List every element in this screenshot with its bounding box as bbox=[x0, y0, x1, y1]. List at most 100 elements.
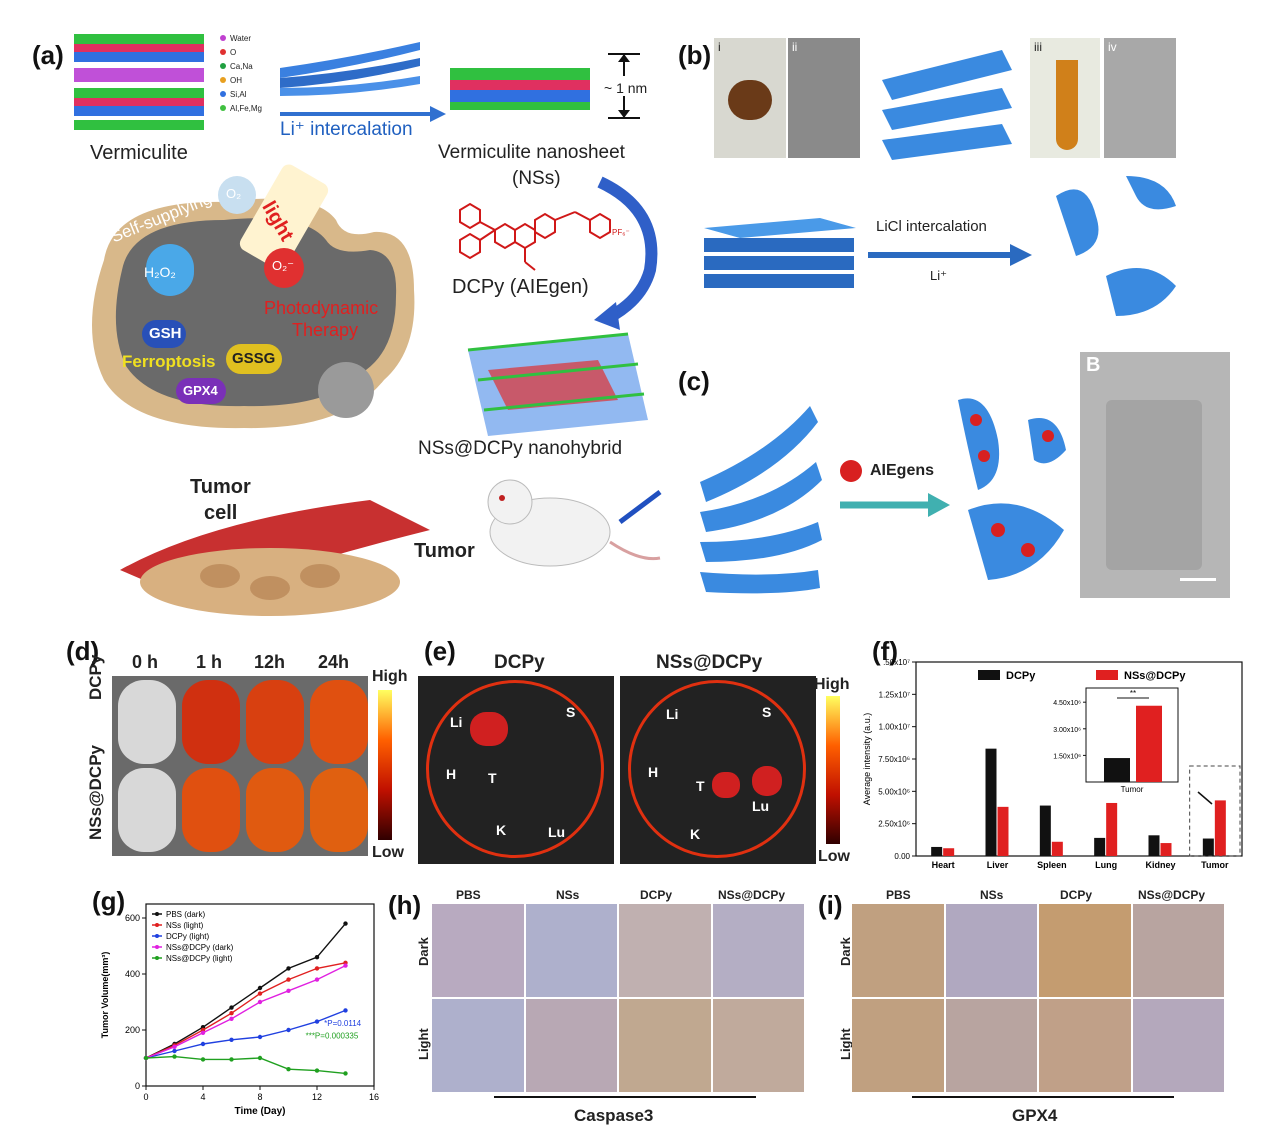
o2-label: O₂ bbox=[226, 186, 242, 201]
h-row-dark: Dark bbox=[416, 937, 431, 966]
nanosheet-label: Vermiculite nanosheet bbox=[438, 142, 625, 163]
data-point bbox=[343, 963, 348, 968]
gsh-badge bbox=[142, 320, 186, 348]
time-12h: 12h bbox=[254, 652, 286, 672]
organ-k-2: K bbox=[690, 826, 701, 842]
legend-swatch bbox=[1096, 670, 1118, 680]
legend-label: NSs (light) bbox=[166, 921, 204, 930]
h-col-nsdcpy: NSs@DCPy bbox=[718, 888, 786, 902]
panel-d-label: (d) bbox=[66, 636, 100, 666]
x-tick-label: 0 bbox=[143, 1092, 148, 1102]
data-point bbox=[143, 1055, 149, 1061]
time-1h: 1 h bbox=[196, 652, 223, 672]
i-row-dark: Dark bbox=[838, 937, 853, 966]
o2-radical-label: O₂⁻ bbox=[272, 258, 295, 273]
h-col-nss: NSs bbox=[556, 888, 580, 902]
mouse-24h-nsdcpy bbox=[310, 768, 368, 852]
photodynamic-label: Photodynamic bbox=[264, 298, 379, 318]
bar bbox=[1148, 835, 1160, 856]
data-point bbox=[229, 1037, 234, 1042]
x-tick-label: Tumor bbox=[1201, 860, 1229, 870]
i-row-light: Light bbox=[838, 1028, 853, 1060]
ihc-tile bbox=[712, 904, 804, 997]
panel-g-label: (g) bbox=[92, 886, 126, 916]
legend-dot-icon bbox=[220, 49, 226, 55]
data-point bbox=[229, 1011, 234, 1016]
i-col-pbs: PBS bbox=[886, 888, 911, 902]
legend-item: Al,Fe,Mg bbox=[230, 104, 263, 113]
legend-marker bbox=[155, 912, 159, 916]
vermiculite-structure bbox=[74, 34, 204, 130]
bar bbox=[997, 806, 1009, 856]
nanosheet-stack-c bbox=[700, 406, 822, 594]
data-point bbox=[229, 1016, 234, 1021]
low-label-d: Low bbox=[372, 844, 404, 861]
licl-arrow bbox=[868, 244, 1032, 266]
thickness-indicator bbox=[608, 53, 640, 119]
aiegens-label: AIEgens bbox=[870, 462, 935, 479]
ihc-tile bbox=[712, 999, 804, 1092]
ihc-tile bbox=[619, 904, 711, 997]
row-nsdcpy-label: NSs@DCPy bbox=[86, 745, 105, 840]
y-tick-label: 1.00x10⁷ bbox=[879, 723, 910, 732]
gssg-badge bbox=[226, 344, 282, 374]
aiegen-loaded-sheets bbox=[958, 398, 1066, 580]
series-line bbox=[145, 923, 347, 1059]
x-axis-label: Time (Day) bbox=[235, 1106, 286, 1117]
legend-dot-icon bbox=[220, 63, 226, 69]
o2-radical-icon bbox=[264, 248, 304, 288]
data-point bbox=[314, 955, 320, 960]
x-tick-label: Spleen bbox=[1037, 860, 1067, 870]
h-row-light: Light bbox=[416, 1028, 431, 1060]
data-point bbox=[286, 966, 291, 971]
annotation-p2: ***P=0.000335 bbox=[306, 1031, 359, 1040]
data-point bbox=[200, 1041, 206, 1047]
legend-swatch bbox=[978, 670, 1000, 680]
caspase3-underline bbox=[494, 1096, 756, 1098]
ihc-tile bbox=[432, 999, 524, 1092]
sub-iii: iii bbox=[1034, 40, 1042, 54]
mouse-0h-nsdcpy bbox=[118, 768, 176, 852]
pf6-label: PF₆⁻ bbox=[612, 228, 630, 237]
organ-col-nsdcpy: NSs@DCPy bbox=[656, 652, 763, 673]
ihc-tile bbox=[852, 904, 944, 997]
x-tick-label: Lung bbox=[1095, 860, 1117, 870]
low-label-e: Low bbox=[818, 848, 850, 865]
li-intercalation-label: Li⁺ intercalation bbox=[280, 119, 413, 140]
organ-s: S bbox=[566, 704, 576, 720]
bar bbox=[1051, 841, 1063, 856]
data-point bbox=[257, 991, 263, 996]
significance-mark: ** bbox=[1130, 689, 1136, 698]
legend-label: DCPy bbox=[1006, 670, 1036, 682]
x-tick-label: 4 bbox=[200, 1092, 205, 1102]
organ-li-2: Li bbox=[666, 706, 679, 722]
legend-marker bbox=[155, 945, 159, 949]
legend-label: NSs@DCPy bbox=[1124, 670, 1186, 682]
data-point bbox=[229, 1057, 234, 1062]
legend-label: PBS (dark) bbox=[166, 910, 205, 919]
h2o2-droplet-icon bbox=[146, 244, 194, 296]
bar bbox=[943, 848, 955, 856]
gpx4-underline bbox=[912, 1096, 1174, 1098]
organ-k: K bbox=[496, 822, 507, 838]
i-col-nss: NSs bbox=[980, 888, 1004, 902]
legend-item: Si,Al bbox=[230, 90, 247, 99]
vermiculite-granules bbox=[728, 80, 772, 120]
time-24h: 24h bbox=[318, 652, 350, 672]
legend-item: Ca,Na bbox=[230, 62, 253, 71]
legend-label: NSs@DCPy (light) bbox=[166, 954, 233, 963]
ihc-tile bbox=[525, 999, 617, 1092]
organ-t-2: T bbox=[696, 778, 705, 794]
data-point bbox=[343, 1008, 348, 1013]
dish-ring-dcpy bbox=[426, 680, 604, 858]
y-tick-label: 0 bbox=[135, 1081, 140, 1091]
vermiculite-layers bbox=[74, 34, 204, 130]
h-col-dcpy: DCPy bbox=[640, 888, 673, 902]
panel-b-label: (b) bbox=[678, 40, 712, 70]
data-point bbox=[314, 1019, 320, 1024]
inset-bar bbox=[1136, 705, 1162, 782]
y-tick-label: .50x10⁷ bbox=[883, 658, 910, 667]
y-tick-label: 1.25x10⁷ bbox=[879, 690, 910, 699]
panel-c-label: (c) bbox=[678, 366, 710, 396]
legend-dot-icon bbox=[220, 35, 226, 41]
